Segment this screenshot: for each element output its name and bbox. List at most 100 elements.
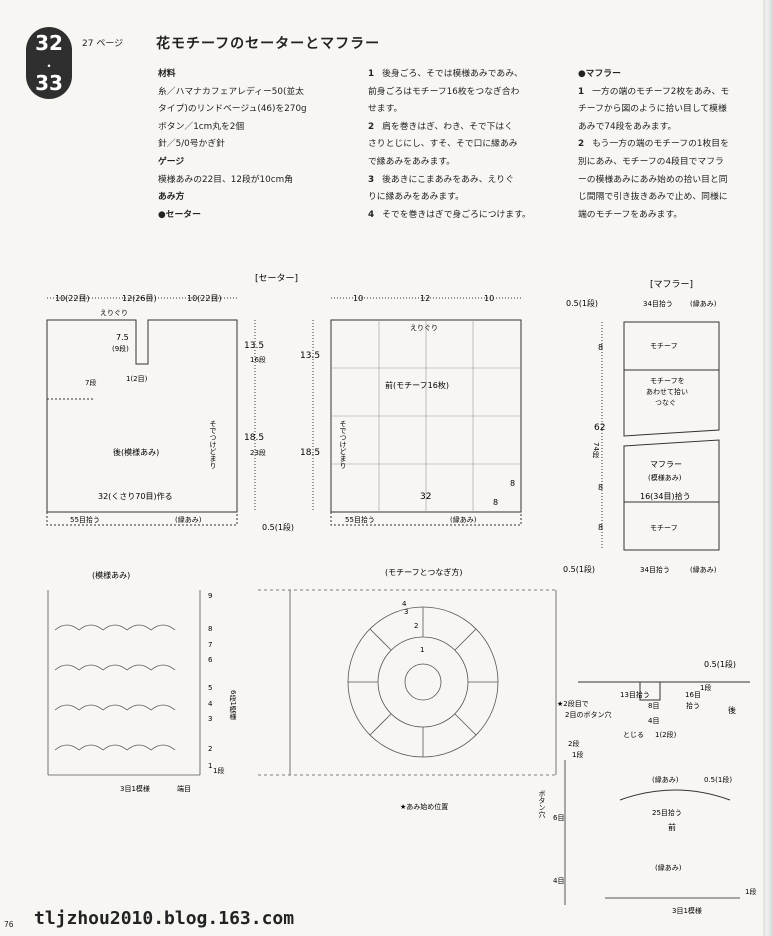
back-body-label: 後(模様あみ)	[113, 447, 159, 457]
materials-button: ボタン／1cm丸を2個	[158, 121, 245, 132]
back-opening-rows: (9段)	[112, 344, 129, 353]
muffler-pattern-label: (模様あみ)	[648, 473, 682, 482]
motif-start-label: ★あみ始め位置	[400, 802, 448, 811]
page-number: 76	[4, 920, 14, 929]
step-1-number: 1	[368, 69, 375, 79]
detail-front-curve	[619, 789, 731, 801]
back-edge-rows: 0.5(1段)	[262, 522, 294, 532]
pattern-stitch-repeat: 3目1模様	[120, 784, 150, 793]
muffler-length: 62	[594, 423, 605, 433]
muffler-top-pickup: 34目拾う	[643, 299, 673, 308]
muffler-step-1-line2: チーフから図のように拾い目して模様	[578, 104, 727, 115]
sweater-heading: ●セーター	[158, 209, 201, 220]
step-2-line1: 肩を巻きはぎ、わき、そで下はく	[382, 121, 514, 132]
front-dim-right: 10	[484, 294, 494, 303]
back-upper-rows: 16段	[250, 355, 266, 364]
front-dim-left: 10	[353, 294, 363, 303]
detail-back-8st: 8目	[648, 702, 659, 710]
pattern-row-1: 1	[208, 762, 212, 770]
back-edge-label: (縁あみ)	[175, 515, 202, 524]
back-armhole-rows: 7段	[85, 378, 96, 387]
back-sleeve-attach-label: そでつけどまり	[209, 420, 217, 469]
front-upper-length: 13.5	[300, 351, 320, 361]
detail-back-4st: 4目	[648, 717, 659, 725]
muffler-body-label: マフラー	[650, 460, 682, 469]
motif-chart-stitches	[258, 589, 557, 776]
muffler-dim-8a: 8	[598, 343, 603, 352]
muffler-main-section	[623, 439, 720, 551]
back-pickup-count: 55目拾う	[70, 515, 100, 524]
back-dim-center: 12(26目)	[122, 294, 157, 303]
front-width: 32	[420, 492, 431, 502]
badge-bottom-number: 33	[35, 71, 63, 95]
detail-edge-buttonhole: ボタン穴	[538, 790, 546, 819]
back-dim-left: 10(22目)	[55, 294, 90, 303]
detail-edge-border-label: (縁あみ)	[655, 863, 682, 872]
detail-edge-row2: 2段	[568, 739, 579, 748]
detail-buttonhole-note1: ★2段目で	[557, 699, 589, 708]
pattern-row-9: 9	[208, 592, 212, 600]
muffler-step-1-line3: あみで74段をあみます。	[578, 121, 677, 132]
step-4-number: 4	[368, 209, 375, 220]
front-dim-center: 12	[420, 294, 430, 303]
back-body-outline	[46, 319, 238, 513]
front-edge-8a: 8	[510, 479, 515, 488]
front-motif-grid	[331, 320, 521, 512]
detail-front-edge-rows: 0.5(1段)	[704, 775, 732, 784]
pattern-row-repeat: 6段1模様	[229, 690, 237, 720]
back-hem-border	[46, 512, 238, 526]
detail-front-edge-label: (縁あみ)	[652, 775, 679, 784]
step-2-line3: で縁あみをあみます。	[368, 156, 456, 167]
badge-separator: ・	[42, 59, 55, 73]
detail-back-lines	[578, 681, 750, 701]
detail-back-row1: 1段	[700, 683, 711, 692]
back-dim-right: 10(22目)	[187, 294, 222, 303]
detail-front-label: 前	[668, 822, 676, 832]
detail-back-label: 後	[728, 705, 736, 715]
muffler-step-2-line2: 別にあみ、モチーフの4段目でマフラ	[578, 156, 724, 167]
front-pickup-count: 55目拾う	[345, 515, 375, 524]
muffler-pickup-label2: あわせて拾い	[646, 387, 688, 396]
detail-edge-row1b: 1段	[745, 887, 756, 896]
page-number-badge: 32 ・ 33	[26, 27, 72, 99]
detail-front-pickup: 25目拾う	[652, 808, 682, 817]
step-1-line1: 後身ごろ、そでは模様あみであみ、	[382, 69, 523, 79]
materials-column: 材料 糸／ハマナカフェアレディー50(並太 タイプ)のリンドベージュ(46)を2…	[158, 66, 358, 224]
detail-back-pickup-16: 16目	[685, 691, 701, 699]
motif-chart-label: (モチーフとつなぎ方)	[385, 567, 462, 577]
muffler-top-motif-label: モチーフ	[650, 342, 678, 350]
book-spine-edge	[763, 0, 773, 936]
back-opening-width: 1(2目)	[126, 375, 148, 383]
muffler-step-2-number: 2	[578, 139, 585, 150]
pattern-row-6: 6	[208, 656, 213, 664]
step-3-line2: りに縁あみをあみます。	[368, 192, 464, 203]
motif-round-1: 1	[420, 646, 424, 654]
muffler-bottom-pickup: 34目拾う	[640, 565, 670, 574]
muffler-bottom-edge-label: (縁あみ)	[690, 565, 717, 574]
detail-edge-lines	[564, 760, 740, 905]
pattern-row-label: 1段	[213, 766, 224, 775]
pattern-chart-stitches	[47, 590, 201, 776]
detail-edge-repeat: 3目1模様	[672, 906, 702, 915]
front-hem-border	[330, 512, 522, 526]
muffler-top-edge-rows: 0.5(1段)	[566, 298, 598, 308]
pattern-row-3: 3	[208, 715, 212, 723]
front-neck-label: えりぐり	[410, 324, 438, 332]
method-heading: あみ方	[158, 192, 185, 203]
badge-top-number: 32	[35, 31, 63, 55]
muffler-step-1-number: 1	[578, 86, 585, 97]
detail-edge-4st: 4目	[553, 877, 564, 885]
detail-back-edge-rows: 0.5(1段)	[704, 659, 736, 669]
step-1-line3: せます。	[368, 104, 403, 115]
watermark: tljzhou2010.blog.163.com	[34, 908, 295, 929]
muffler-diagram-label: [マフラー]	[650, 279, 693, 290]
front-sleeve-attach-label: そでつけどまり	[339, 420, 347, 469]
front-body-label: 前(モチーフ16枚)	[385, 380, 449, 390]
muffler-pickup-label1: モチーフを	[650, 377, 685, 385]
front-edge-label: (縁あみ)	[450, 515, 477, 524]
muffler-step-2-line5: 端のモチーフをあみます。	[578, 209, 683, 220]
pattern-row-8: 8	[208, 625, 212, 633]
